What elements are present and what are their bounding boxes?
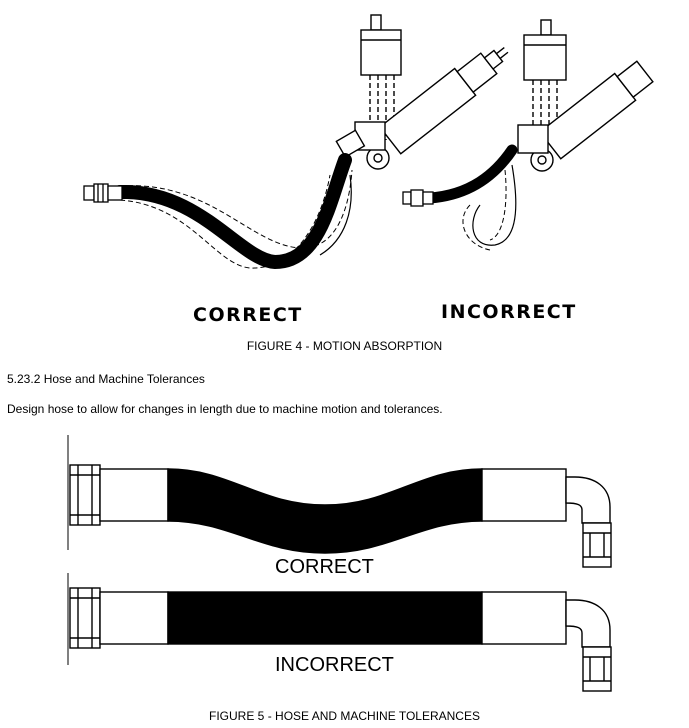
section-paragraph: Design hose to allow for changes in leng… — [7, 402, 443, 416]
left-cylinder-assembly — [335, 14, 509, 170]
figure-5-caption: FIGURE 5 - HOSE AND MACHINE TOLERANCES — [209, 709, 480, 723]
figure-4-correct-label: CORRECT — [193, 304, 303, 326]
figure-5-drawing — [67, 435, 612, 692]
right-cylinder-assembly — [517, 19, 654, 172]
right-incorrect-hose — [424, 144, 518, 204]
correct-hose-assembly — [69, 464, 612, 568]
figure-4-drawing — [83, 14, 654, 270]
figure-5-incorrect-label: INCORRECT — [275, 654, 394, 676]
incorrect-hose-assembly — [69, 587, 612, 692]
figure-5-correct-label: CORRECT — [275, 556, 374, 578]
figure-4-incorrect-label: INCORRECT — [441, 301, 577, 323]
figure-4-caption: FIGURE 4 - MOTION ABSORPTION — [246, 339, 443, 353]
left-correct-hose — [113, 153, 352, 270]
section-heading: 5.23.2 Hose and Machine Tolerances — [7, 372, 205, 386]
